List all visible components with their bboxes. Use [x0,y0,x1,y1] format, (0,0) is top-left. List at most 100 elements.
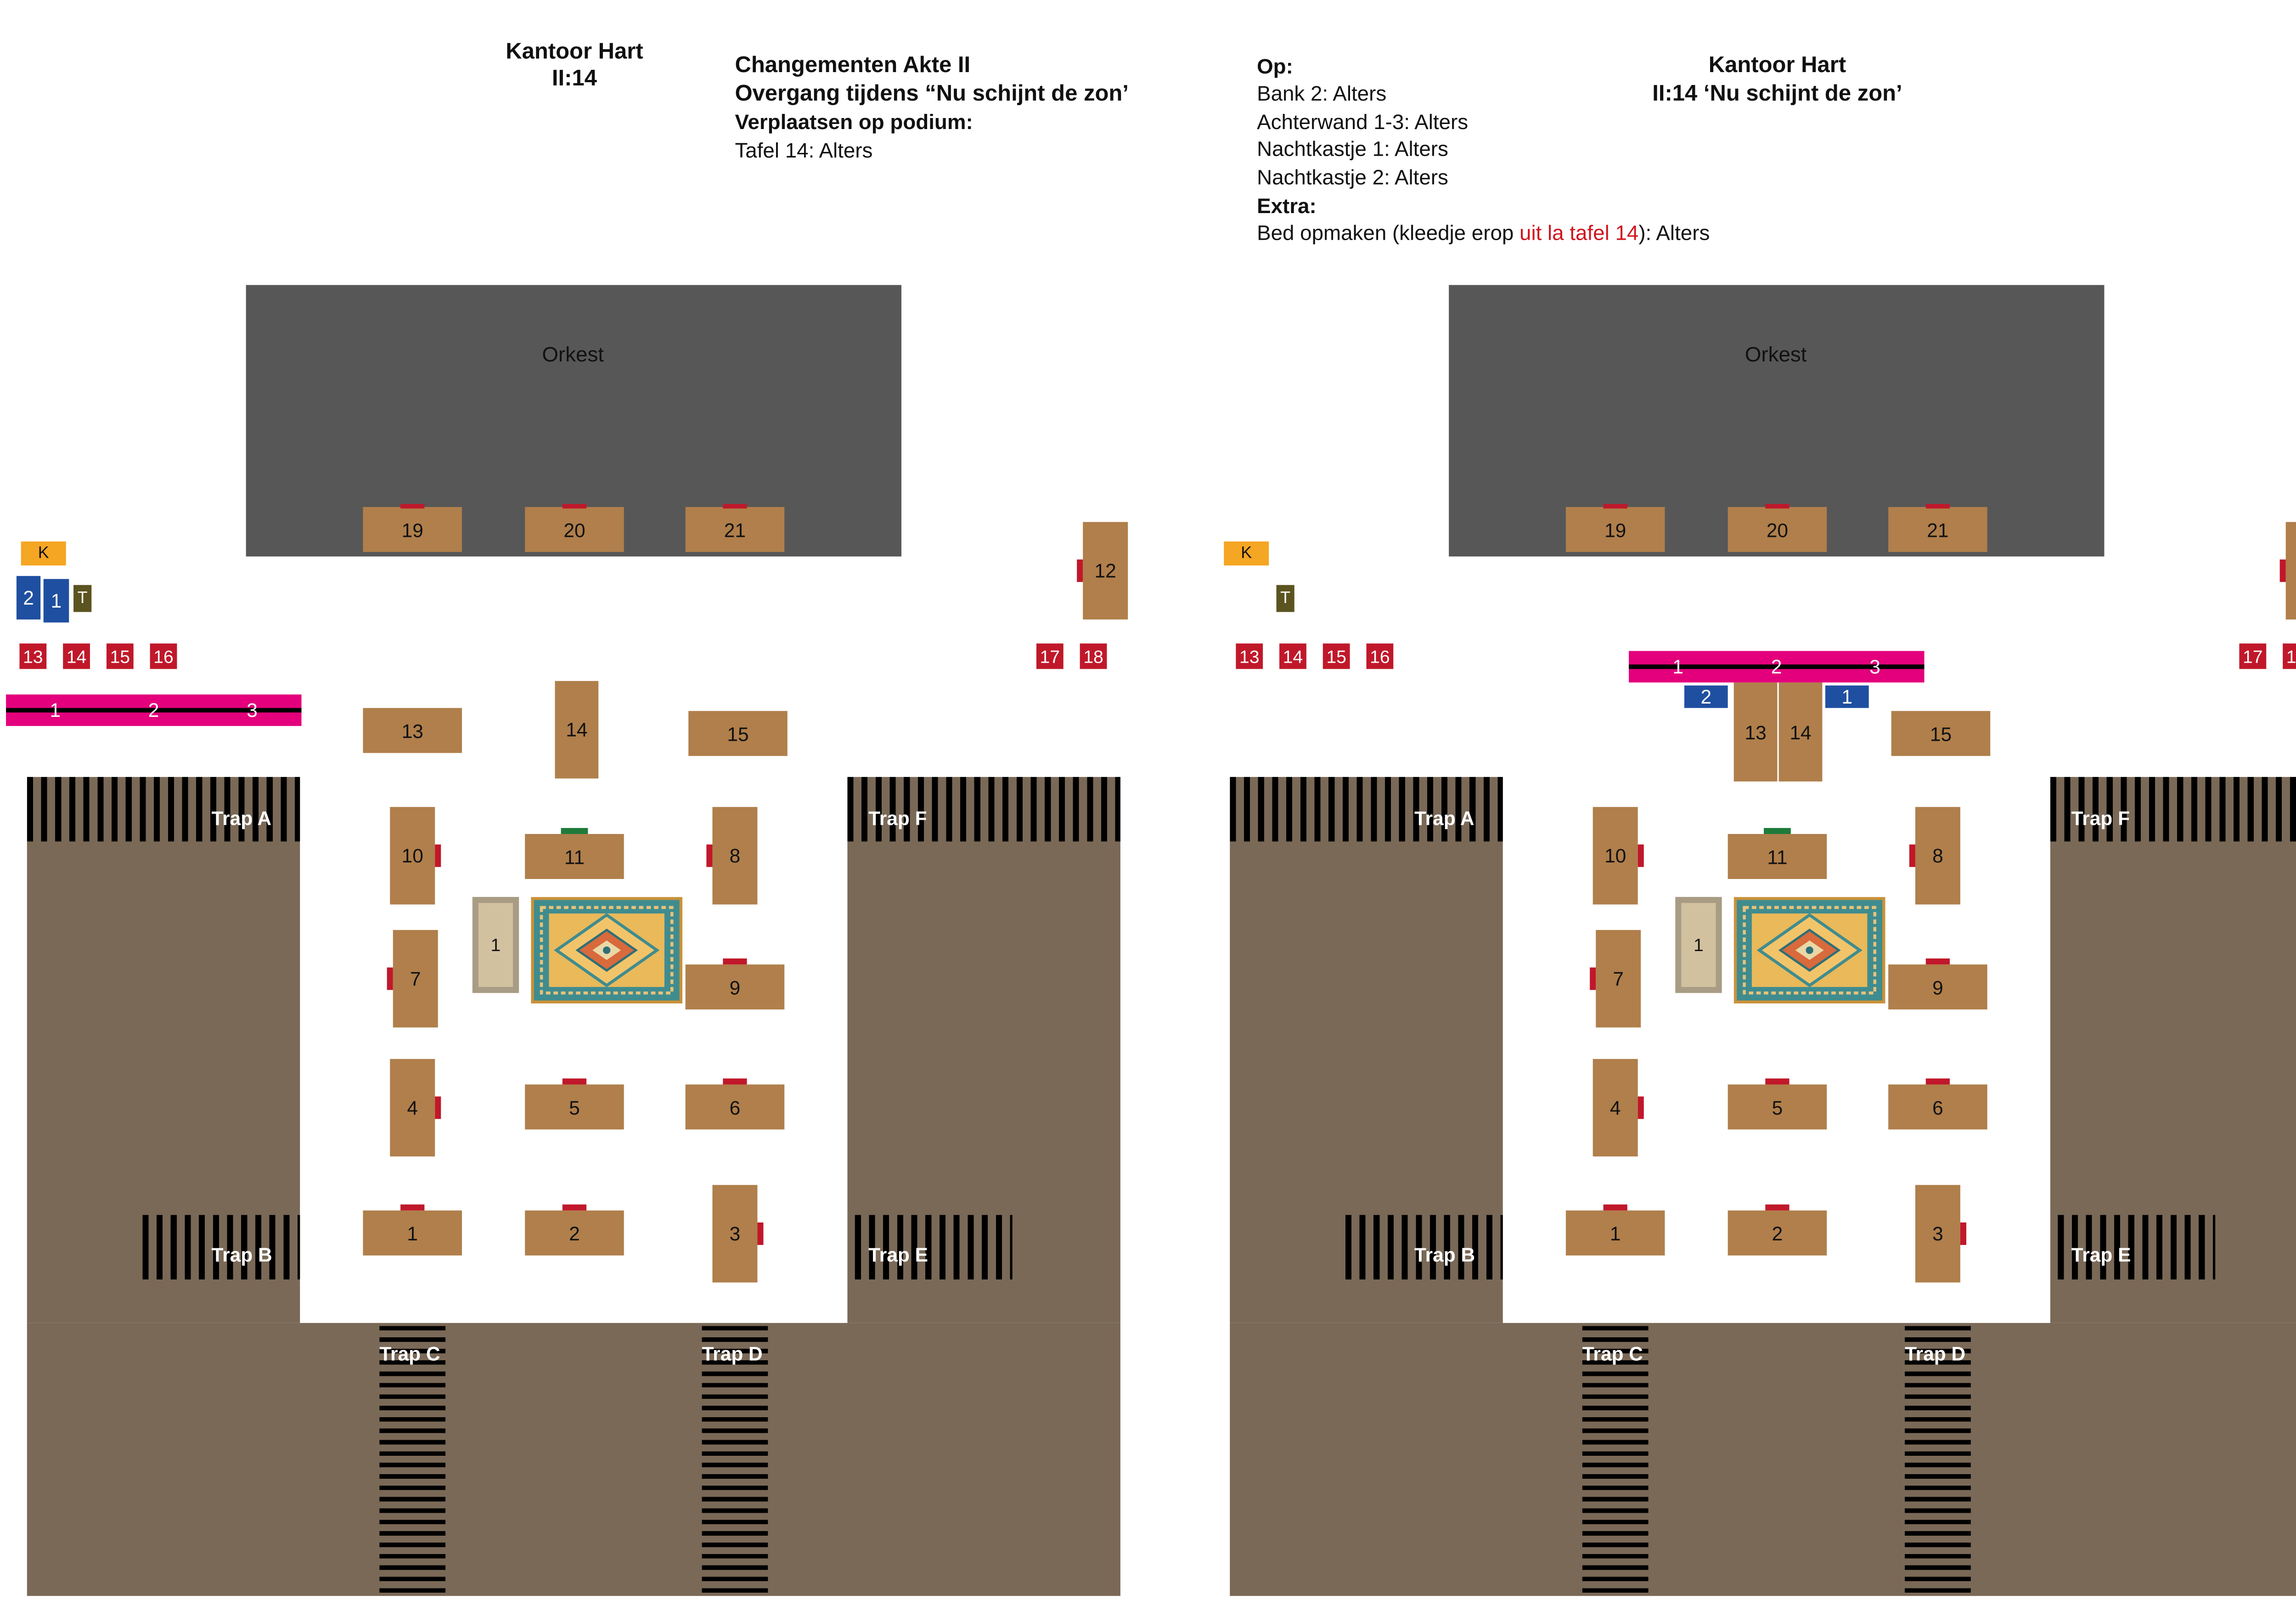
rug [1733,897,1885,1004]
wall-panel-2[interactable]: 2 [1771,655,1782,678]
trap-c-stripes [379,1326,446,1593]
prop-marker [1638,1096,1644,1119]
right-title: Kantoor Hart [1708,52,1846,78]
table-3[interactable]: 3 [1915,1185,1960,1283]
stool-16[interactable]: 16 [1366,643,1394,669]
prop-marker [1909,844,1915,867]
table-12[interactable]: 12 [2285,522,2296,620]
stool-17[interactable]: 17 [1036,643,1064,669]
table-1[interactable]: 1 [1565,1210,1665,1256]
table-4[interactable]: 4 [390,1059,435,1157]
table-14[interactable]: 14 [555,681,599,779]
prop-marker [561,828,588,834]
bank-1[interactable]: 1 [1825,685,1869,708]
prop-marker [1925,958,1950,965]
prop-marker [723,958,747,965]
table-2[interactable]: 2 [525,1210,624,1256]
op-item: Nachtkastje 2: Alters [1257,165,1448,189]
table-19[interactable]: 19 [363,507,462,552]
left-heading-3: Verplaatsen op podium: [735,109,973,134]
table-5[interactable]: 5 [1728,1084,1827,1130]
wall-panel-3[interactable]: 3 [1869,655,1880,678]
stool-16[interactable]: 16 [150,643,177,669]
wall-panel-2[interactable]: 2 [148,699,159,722]
kast[interactable]: K [1224,541,1269,566]
prop-marker [400,1204,425,1211]
table-13[interactable]: 13 [363,708,462,753]
table-7[interactable]: 7 [393,930,438,1028]
table-15[interactable]: 15 [688,711,788,756]
tafel-t[interactable]: T [73,585,92,612]
prop-marker [2279,559,2286,582]
table-8[interactable]: 8 [712,807,758,905]
trap-label: Trap E [2071,1243,2131,1266]
bed[interactable]: 1 [472,897,519,993]
table-11[interactable]: 11 [1728,834,1827,879]
extra-suffix: ): Alters [1638,220,1710,245]
table-11[interactable]: 11 [525,834,624,879]
prop-marker [1638,844,1644,867]
table-5[interactable]: 5 [525,1084,624,1130]
trap-label: Trap F [2071,807,2130,830]
prop-marker [562,1078,587,1085]
prop-marker [757,1222,764,1245]
trap-a-stripes [1230,777,1503,842]
table-7[interactable]: 7 [1596,930,1641,1028]
stool-15[interactable]: 15 [1322,643,1350,669]
table-3[interactable]: 3 [712,1185,758,1283]
bank-1[interactable]: 1 [43,579,69,623]
trap-c-stripes [1582,1326,1649,1593]
table-15[interactable]: 15 [1891,711,1991,756]
table-1[interactable]: 1 [363,1210,462,1256]
trap-label: Trap B [1414,1243,1475,1266]
table-19[interactable]: 19 [1565,507,1665,552]
prop-marker [562,504,587,509]
trap-b-stripes [142,1215,300,1280]
table-2[interactable]: 2 [1728,1210,1827,1256]
table-8[interactable]: 8 [1915,807,1960,905]
wall-panel-3[interactable]: 3 [247,699,258,722]
stool-13[interactable]: 13 [19,643,47,669]
stool-18[interactable]: 18 [1080,643,1107,669]
table-13[interactable]: 13 [1733,682,1778,782]
rug-pattern-icon [1733,897,1885,1004]
floor-front [1230,1323,2296,1596]
table-10[interactable]: 10 [390,807,435,905]
stool-13[interactable]: 13 [1236,643,1263,669]
stool-15[interactable]: 15 [106,643,134,669]
table-10[interactable]: 10 [1593,807,1638,905]
rug-pattern-icon [531,897,683,1004]
table-14[interactable]: 14 [1778,682,1823,782]
table-4[interactable]: 4 [1593,1059,1638,1157]
prop-marker [723,504,747,509]
stool-17[interactable]: 17 [2239,643,2267,669]
table-21[interactable]: 21 [1888,507,1987,552]
trap-f-stripes [2050,777,2296,842]
table-6[interactable]: 6 [685,1084,785,1130]
op-item: Bank 2: Alters [1257,81,1387,105]
table-20[interactable]: 20 [525,507,624,552]
wall-panel-1[interactable]: 1 [50,699,61,722]
table-9[interactable]: 9 [685,964,785,1010]
tafel-t[interactable]: T [1276,585,1294,612]
bank-2[interactable]: 2 [1684,685,1728,708]
wall-line [6,708,302,713]
bank-2[interactable]: 2 [16,576,41,620]
table-12[interactable]: 12 [1083,522,1128,620]
table-9[interactable]: 9 [1888,964,1987,1010]
wall-panel-1[interactable]: 1 [1672,655,1684,678]
table-6[interactable]: 6 [1888,1084,1987,1130]
bed[interactable]: 1 [1675,897,1722,993]
kast[interactable]: K [21,541,66,566]
stool-18[interactable]: 18 [2283,643,2296,669]
trap-label: Trap D [1905,1342,1966,1365]
prop-marker [706,844,713,867]
prop-marker [1765,504,1790,509]
prop-marker [1603,1204,1627,1211]
stool-14[interactable]: 14 [1279,643,1306,669]
table-20[interactable]: 20 [1728,507,1827,552]
table-21[interactable]: 21 [685,507,785,552]
trap-e-stripes [2058,1215,2216,1280]
prop-marker [1603,504,1627,509]
stool-14[interactable]: 14 [63,643,90,669]
